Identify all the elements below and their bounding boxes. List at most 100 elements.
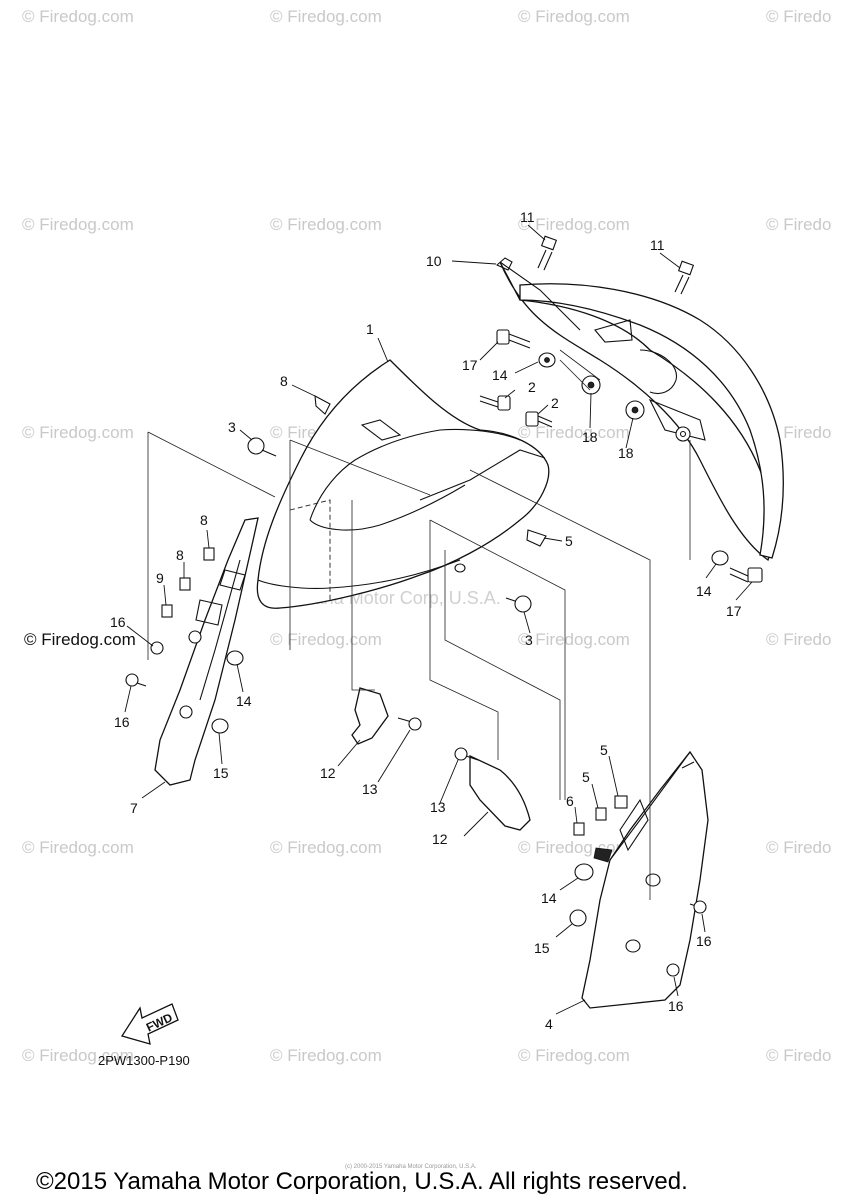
screw-3a xyxy=(247,437,277,457)
collar-14b xyxy=(711,550,729,566)
side-cover-right xyxy=(581,750,709,1009)
clip-8a xyxy=(314,395,331,415)
clip-5a xyxy=(526,529,547,547)
callout-12: 12 xyxy=(432,831,448,847)
screw-13b xyxy=(454,747,479,761)
tiny-notice: (c) 2000-2015 Yamaha Motor Corporation, … xyxy=(345,1164,477,1170)
callout-16: 16 xyxy=(110,614,126,630)
clip-5b xyxy=(614,795,628,809)
watermark: © Firedo xyxy=(766,1046,831,1065)
callout-18: 18 xyxy=(618,445,634,461)
watermark: © Firedog.com xyxy=(22,838,134,857)
copyright-footer: ©2015 Yamaha Motor Corporation, U.S.A. A… xyxy=(36,1168,688,1195)
callout-2: 2 xyxy=(528,379,536,395)
rear-fender xyxy=(495,257,784,562)
callout-16: 16 xyxy=(696,933,712,949)
bolt-17b xyxy=(729,567,763,583)
clip-6 xyxy=(573,822,585,836)
callout-18: 18 xyxy=(582,429,598,445)
callout-2: 2 xyxy=(551,395,559,411)
screw-16c xyxy=(689,900,707,914)
collar-14d xyxy=(574,863,594,881)
callout-12: 12 xyxy=(320,765,336,781)
callout-6: 6 xyxy=(566,793,574,809)
callout-17: 17 xyxy=(726,603,742,619)
collar-14c xyxy=(226,650,244,666)
watermark: © Firedog.com xyxy=(22,423,134,442)
watermark: © Firedo xyxy=(766,215,831,234)
watermark: © Firedog.com xyxy=(518,7,630,26)
callout-14: 14 xyxy=(492,367,508,383)
callout-11: 11 xyxy=(650,237,665,253)
clip-5c xyxy=(595,807,607,821)
screw-16b xyxy=(125,673,147,687)
grommet-15a xyxy=(211,718,229,734)
clip-9 xyxy=(161,604,173,618)
callout-1: 1 xyxy=(366,321,374,337)
clip-8b xyxy=(203,547,215,561)
callout-5: 5 xyxy=(565,533,573,549)
watermark: © Firedo xyxy=(766,630,831,649)
bracket-12a xyxy=(351,687,389,745)
callout-14: 14 xyxy=(236,693,252,709)
watermark-dark: © Firedog.com xyxy=(24,630,136,649)
callout-13: 13 xyxy=(362,781,378,797)
watermark: © Firedo xyxy=(766,7,831,26)
assembly-lines xyxy=(147,349,691,900)
side-cover-left xyxy=(154,517,259,786)
fwd-arrow-icon: FWD xyxy=(120,1003,179,1045)
callout-8: 8 xyxy=(280,373,288,389)
callout-9: 9 xyxy=(156,570,164,586)
watermark: © Firedog.com xyxy=(518,215,630,234)
watermark: © Firedog.com xyxy=(270,838,382,857)
callout-5: 5 xyxy=(582,769,590,785)
fwd-label: FWD xyxy=(144,1010,175,1034)
bolt-17a xyxy=(496,329,531,349)
watermark: © Firedog.com xyxy=(270,1046,382,1065)
clip-8c xyxy=(179,577,191,591)
watermark: © Firedog.com xyxy=(22,7,134,26)
watermark: © Firedo xyxy=(766,423,831,442)
leader-lines xyxy=(124,224,753,1015)
bolt-11a xyxy=(537,235,558,271)
callout-14: 14 xyxy=(541,890,557,906)
callouts: 11 11 10 1 17 14 2 2 18 18 8 3 5 8 8 9 1… xyxy=(110,209,742,1032)
screw-16d xyxy=(666,963,680,977)
callout-11: 11 xyxy=(520,209,535,225)
bracket-12b xyxy=(469,754,531,831)
callout-10: 10 xyxy=(426,253,442,269)
watermark: © Firedog.com xyxy=(518,1046,630,1065)
watermark: © Firedog.com xyxy=(518,838,630,857)
callout-8: 8 xyxy=(176,547,184,563)
watermark: © Firedog.com xyxy=(518,630,630,649)
watermark: © Firedog.com xyxy=(270,7,382,26)
diagram-reference-code: 2PW1300-P190 xyxy=(98,1053,190,1068)
callout-3: 3 xyxy=(228,419,236,435)
bolt-2a xyxy=(479,395,511,411)
watermark: © Firedog.com xyxy=(22,215,134,234)
callout-14: 14 xyxy=(696,583,712,599)
callout-15: 15 xyxy=(213,765,229,781)
callout-3: 3 xyxy=(525,632,533,648)
screw-3b xyxy=(505,595,532,613)
watermark: © Firedog.com xyxy=(22,1046,134,1065)
bolt-11b xyxy=(674,260,695,295)
callout-5: 5 xyxy=(600,742,608,758)
bolt-2b xyxy=(525,411,553,428)
callout-16: 16 xyxy=(668,998,684,1014)
grommet-15b xyxy=(569,909,587,927)
watermark: © Firedo xyxy=(766,838,831,857)
callout-4: 4 xyxy=(545,1016,553,1032)
callout-13: 13 xyxy=(430,799,446,815)
screw-13a xyxy=(397,717,422,731)
callout-16: 16 xyxy=(114,714,130,730)
callout-17: 17 xyxy=(462,357,478,373)
callout-15: 15 xyxy=(534,940,550,956)
callout-7: 7 xyxy=(130,800,138,816)
callout-8: 8 xyxy=(200,512,208,528)
screw-16a xyxy=(150,641,164,655)
watermark: © Firedog.com xyxy=(518,423,630,442)
watermark: © Firedog.com xyxy=(270,215,382,234)
watermark: © Firedog.com xyxy=(270,630,382,649)
